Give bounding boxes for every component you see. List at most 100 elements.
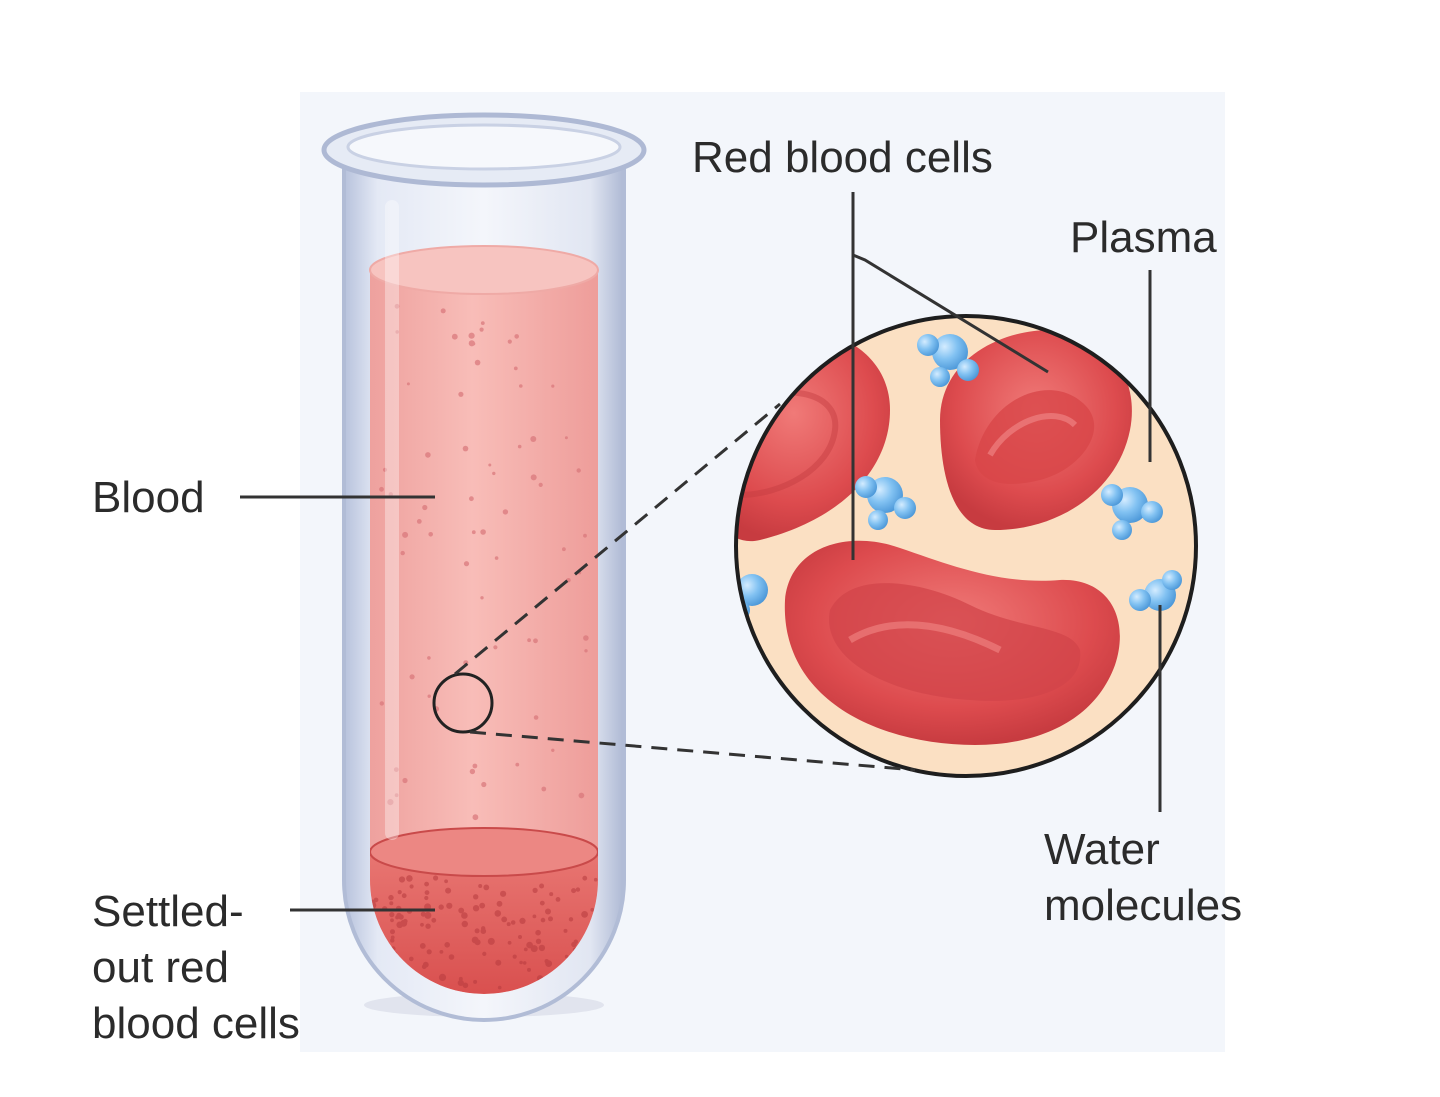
settled-speck xyxy=(518,935,522,939)
blood-speck xyxy=(402,777,408,784)
blood-speck xyxy=(480,596,484,600)
settled-speck xyxy=(439,950,444,954)
settled-speck xyxy=(564,954,569,959)
settled-speck xyxy=(539,900,545,906)
blood-speck xyxy=(530,436,537,442)
blood-speck xyxy=(471,530,476,535)
water-molecule xyxy=(917,334,979,387)
blood-column xyxy=(370,270,598,994)
settled-speck xyxy=(500,890,507,897)
blood-speck xyxy=(406,382,410,386)
settled-speck xyxy=(571,888,577,894)
settled-speck xyxy=(389,912,395,918)
blood-speck xyxy=(494,556,499,560)
blood-speck xyxy=(517,444,522,449)
blood-speck xyxy=(488,463,492,467)
label-water-line2: molecules xyxy=(1044,881,1243,930)
water-molecule xyxy=(1129,570,1182,611)
blood-speck xyxy=(394,303,400,309)
blood-speck xyxy=(382,467,388,472)
settled-speck xyxy=(495,959,502,966)
blood-speck xyxy=(562,547,566,552)
settled-speck xyxy=(419,943,426,949)
settled-speck xyxy=(535,929,541,936)
settled-speck xyxy=(526,941,533,949)
settled-speck xyxy=(545,908,551,915)
settled-speck xyxy=(444,879,448,884)
blood-speck xyxy=(513,366,518,371)
settled-speck xyxy=(548,916,553,922)
blood-speck xyxy=(468,332,475,339)
blood-speck xyxy=(479,327,484,332)
settled-speck xyxy=(462,982,469,989)
settled-speck xyxy=(424,890,430,895)
settled-speck xyxy=(461,920,468,928)
blood-speck xyxy=(387,799,394,806)
settled-speck xyxy=(512,954,517,959)
water-molecules xyxy=(736,334,1182,620)
blood-speck xyxy=(551,748,555,752)
settled-speck xyxy=(425,923,431,929)
blood-speck xyxy=(519,384,523,388)
label-water-line1: Water xyxy=(1044,825,1160,874)
settled-speck xyxy=(424,881,429,887)
settled-speck xyxy=(396,912,402,918)
blood-speck xyxy=(493,645,498,650)
settled-speck xyxy=(424,911,432,919)
blood-speck xyxy=(388,492,393,497)
settled-speck xyxy=(540,917,546,923)
settled-speck xyxy=(535,938,542,944)
blood-speck xyxy=(427,656,431,660)
blood-speck xyxy=(515,762,520,767)
settled-speck xyxy=(422,961,429,968)
water-molecule xyxy=(855,476,916,530)
blood-speck xyxy=(492,471,496,476)
blood-speck xyxy=(409,674,415,680)
settled-speck xyxy=(581,911,588,918)
blood-speck xyxy=(480,321,485,325)
blood-speck xyxy=(576,468,581,473)
label-water-molecules: Water molecules xyxy=(1044,822,1242,934)
settled-speck xyxy=(479,902,486,909)
blood-speck xyxy=(533,638,538,644)
settled-speck xyxy=(444,942,451,948)
settled-speck xyxy=(458,976,463,981)
settled-speck xyxy=(497,985,502,990)
settled-speck xyxy=(389,901,394,906)
settled-speck xyxy=(473,894,479,900)
settled-speck xyxy=(388,894,394,901)
blood-speck xyxy=(514,334,519,339)
settled-speck xyxy=(433,875,439,881)
settled-speck xyxy=(568,917,574,922)
blood-speck xyxy=(533,715,539,720)
settled-speck xyxy=(438,973,447,982)
settled-speck xyxy=(474,939,481,946)
settled-speck xyxy=(457,979,464,987)
blood-speck xyxy=(474,359,481,366)
settled-speck xyxy=(487,937,495,945)
water-molecule xyxy=(1101,484,1163,540)
settled-speck xyxy=(390,918,394,923)
blood-speck xyxy=(502,509,509,515)
settled-speck xyxy=(445,887,452,894)
settled-speck xyxy=(507,940,512,945)
settled-speck xyxy=(431,917,437,923)
settled-speck xyxy=(473,979,478,984)
sample-circle xyxy=(432,672,494,734)
blood-speck xyxy=(530,474,537,481)
settled-speck xyxy=(522,961,527,965)
settled-speck xyxy=(571,941,577,948)
settled-speck xyxy=(590,907,595,912)
leader-line-rbc-branch xyxy=(852,253,1049,374)
settled-speck xyxy=(409,884,414,889)
settled-speck xyxy=(390,938,395,943)
blood-speck xyxy=(462,445,469,452)
settled-speck xyxy=(482,951,487,957)
settled-speck xyxy=(401,893,407,899)
settled-speck xyxy=(398,876,406,883)
blood-speck xyxy=(469,496,474,502)
settled-speck xyxy=(575,887,581,892)
settled-speck xyxy=(478,884,483,888)
settled-speck xyxy=(446,902,453,909)
